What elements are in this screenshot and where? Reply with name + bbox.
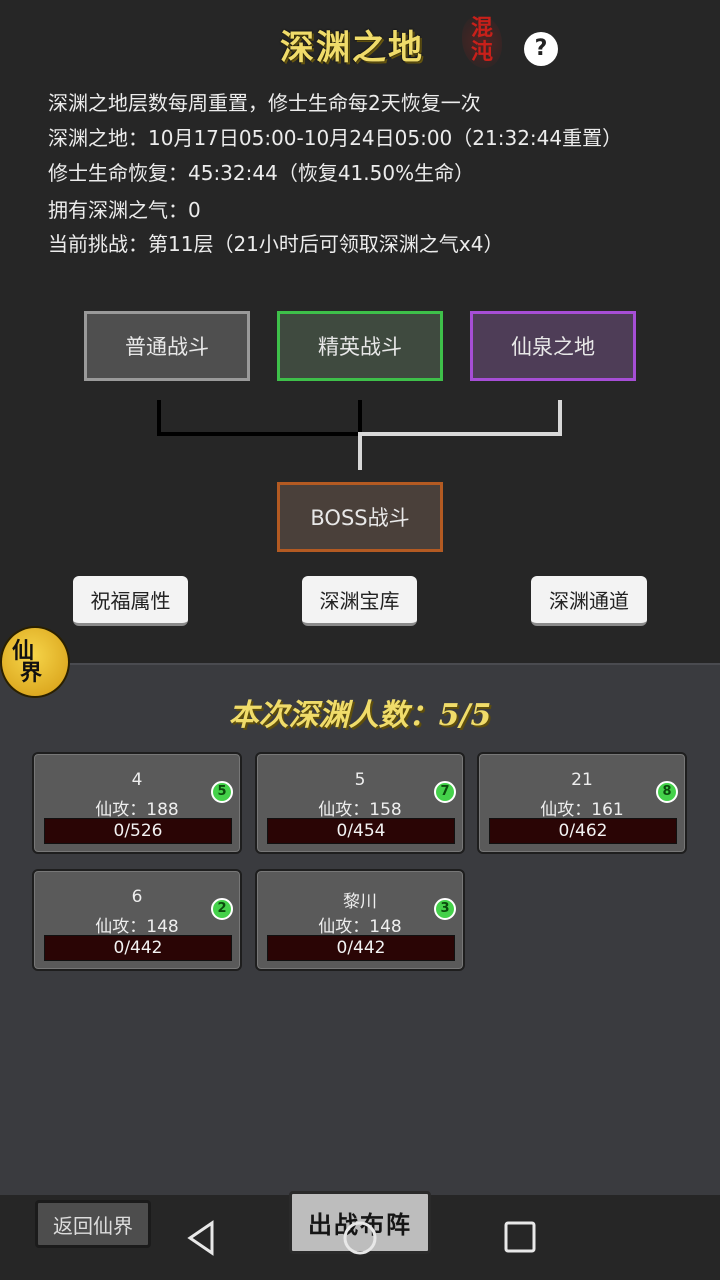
connector-line bbox=[157, 432, 362, 436]
member-attack: 仙攻：158 bbox=[318, 800, 402, 820]
member-hp-bar: 0/454 bbox=[267, 818, 455, 844]
member-hp-bar: 0/526 bbox=[44, 818, 232, 844]
member-card[interactable]: 6 仙攻：148 0/442 2 bbox=[32, 869, 242, 971]
member-attack: 仙攻：148 bbox=[318, 917, 402, 937]
member-hp-bar: 0/442 bbox=[267, 935, 455, 961]
chaos-seal-icon: 混 沌 bbox=[462, 16, 502, 68]
member-hp-bar: 0/442 bbox=[44, 935, 232, 961]
xianjie-badge-button[interactable]: 仙 界 bbox=[0, 626, 70, 698]
abyss-people-count: 本次深渊人数：5/5 bbox=[228, 698, 492, 733]
spring-land-button[interactable]: 仙泉之地 bbox=[470, 311, 636, 381]
member-badge: 8 bbox=[656, 781, 678, 803]
home-circle-icon[interactable] bbox=[342, 1220, 378, 1256]
member-attack: 仙攻：148 bbox=[95, 917, 179, 937]
boss-battle-button[interactable]: BOSS战斗 bbox=[277, 482, 443, 552]
page-title: 深渊之地 bbox=[280, 28, 424, 68]
help-button[interactable]: ? bbox=[524, 32, 558, 66]
member-name: 6 bbox=[131, 887, 143, 907]
info-abyss-qi: 拥有深渊之气：0 bbox=[48, 198, 201, 222]
member-card[interactable]: 21 仙攻：161 0/462 8 bbox=[477, 752, 687, 854]
member-attack: 仙攻：161 bbox=[540, 800, 624, 820]
info-current-challenge: 当前挑战：第11层（21小时后可领取深渊之气x4） bbox=[48, 232, 504, 256]
member-name: 黎川 bbox=[343, 892, 377, 912]
member-badge: 3 bbox=[434, 898, 456, 920]
info-reset-rule: 深渊之地层数每周重置，修士生命每2天恢复一次 bbox=[48, 91, 481, 115]
connector-line bbox=[157, 400, 161, 436]
abyss-treasury-button[interactable]: 深渊宝库 bbox=[302, 576, 417, 626]
info-hp-recovery: 修士生命恢复：45:32:44（恢复41.50%生命） bbox=[48, 161, 475, 185]
return-xianjie-button[interactable]: 返回仙界 bbox=[35, 1200, 151, 1248]
member-attack: 仙攻：188 bbox=[95, 800, 179, 820]
member-badge: 7 bbox=[434, 781, 456, 803]
recents-square-icon[interactable] bbox=[503, 1220, 537, 1254]
member-card[interactable]: 黎川 仙攻：148 0/442 3 bbox=[255, 869, 465, 971]
back-triangle-icon[interactable] bbox=[184, 1220, 218, 1256]
connector-line bbox=[358, 432, 362, 470]
member-name: 4 bbox=[131, 770, 143, 790]
connector-line bbox=[558, 400, 562, 436]
member-name: 21 bbox=[571, 770, 593, 790]
member-name: 5 bbox=[354, 770, 366, 790]
blessing-attr-button[interactable]: 祝福属性 bbox=[73, 576, 188, 626]
member-badge: 2 bbox=[211, 898, 233, 920]
member-card[interactable]: 5 仙攻：158 0/454 7 bbox=[255, 752, 465, 854]
elite-battle-button[interactable]: 精英战斗 bbox=[277, 311, 443, 381]
member-badge: 5 bbox=[211, 781, 233, 803]
battle-formation-button[interactable]: 出战布阵 bbox=[289, 1191, 431, 1254]
connector-line bbox=[358, 400, 362, 436]
info-period: 深渊之地：10月17日05:00-10月24日05:00（21:32:44重置） bbox=[48, 126, 623, 150]
member-hp-bar: 0/462 bbox=[489, 818, 677, 844]
abyss-passage-button[interactable]: 深渊通道 bbox=[531, 576, 647, 626]
connector-line bbox=[358, 432, 562, 436]
member-card[interactable]: 4 仙攻：188 0/526 5 bbox=[32, 752, 242, 854]
normal-battle-button[interactable]: 普通战斗 bbox=[84, 311, 250, 381]
